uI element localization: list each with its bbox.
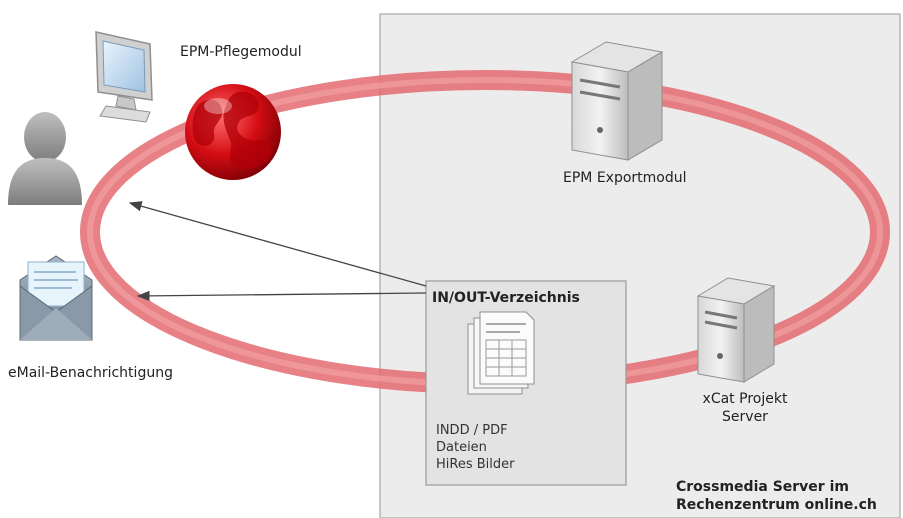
file-type-item: HiRes Bilder	[436, 457, 515, 472]
email-icon	[19, 255, 93, 341]
arrow-to-email	[136, 290, 427, 302]
crossmedia-line1: Crossmedia Server im	[676, 479, 849, 495]
xcat-server-label: xCat Projekt Server	[690, 390, 800, 426]
document-icon	[467, 311, 535, 395]
xcat-label-line2: Server	[722, 409, 768, 425]
file-type-item: INDD / PDF	[436, 423, 508, 438]
files-list: INDD / PDF Dateien HiRes Bilder	[436, 422, 514, 473]
file-type-item: Dateien	[436, 440, 487, 455]
email-notification-label: eMail-Benachrichtigung	[8, 365, 173, 381]
globe-icon	[185, 84, 281, 180]
exportmodul-label: EPM Exportmodul	[563, 170, 687, 186]
directory-title: IN/OUT-Verzeichnis	[432, 290, 580, 306]
user-icon	[8, 112, 82, 205]
server-icon	[696, 277, 776, 383]
crossmedia-server-label: Crossmedia Server im Rechenzentrum onlin…	[676, 478, 877, 514]
pflegemodul-label: EPM-Pflegemodul	[180, 44, 302, 60]
crossmedia-line2: Rechenzentrum online.ch	[676, 497, 877, 513]
monitor-icon	[95, 31, 153, 123]
arrow-to-user	[128, 201, 427, 287]
xcat-label-line1: xCat Projekt	[702, 391, 788, 407]
server-icon	[570, 41, 664, 161]
